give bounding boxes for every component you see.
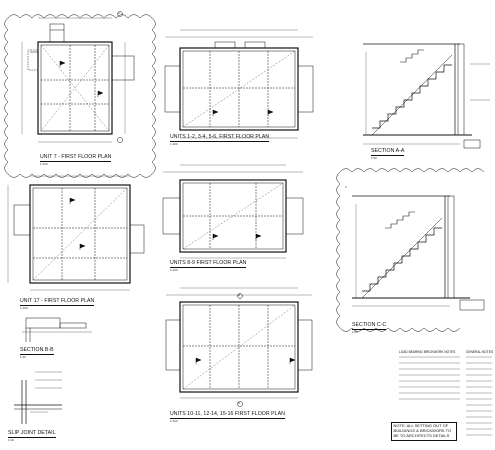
loadbearing-notes-heading: LOAD BEARING BRICKWORK NOTES <box>399 350 456 354</box>
scale-units8-9: 1:100 <box>170 268 178 272</box>
scale-sectionAA: 1:50 <box>371 156 377 160</box>
scale-units1-6: 1:100 <box>170 142 178 146</box>
marker-letter-A: A <box>118 12 120 15</box>
sectionAA-drawing <box>363 43 490 149</box>
scale-slip-joint: 1:20 <box>8 438 14 442</box>
title-unit7: UNIT 7 - FIRST FLOOR PLAN <box>40 154 112 162</box>
scale-sectionCC: 1:50 <box>352 330 358 334</box>
title-sectionCC: SECTION C-C <box>352 322 387 330</box>
section-marker-A <box>117 11 123 17</box>
section-marker-B <box>237 293 243 299</box>
title-slip-joint: SLIP JOINT DETAIL <box>8 430 56 438</box>
scale-unit17: 1:100 <box>20 306 28 310</box>
units10-16-plan <box>165 287 313 399</box>
revision-cloud-unit7 <box>4 14 156 178</box>
title-units1-6: UNITS 1-2, 3-4, 5-6, FIRST FLOOR PLAN <box>170 134 270 142</box>
units8-9-plan <box>162 164 304 259</box>
title-sectionBB: SECTION B-B <box>20 347 54 355</box>
scale-unit7: 1:100 <box>40 162 48 166</box>
marker-letter-C: C <box>345 186 347 189</box>
units1-6-plan <box>164 29 314 139</box>
sectionBB-drawing <box>22 317 92 342</box>
scale-units10-16: 1:100 <box>170 419 178 423</box>
marker-letter-B: B <box>238 294 240 297</box>
slip-joint-drawing <box>14 371 62 424</box>
marker-letter-B-lower: B <box>238 402 240 405</box>
sectionCC-drawing <box>352 195 485 311</box>
general-notes-heading: GENERAL NOTES <box>466 350 493 354</box>
setting-out-note: NOTE: ALL SETTING OUT OF BUILDINGS & BRI… <box>391 422 457 441</box>
revision-cloud-sectionCC <box>336 168 485 332</box>
unit17-plan <box>7 175 145 291</box>
title-sectionAA: SECTION A-A <box>371 148 405 156</box>
title-units10-16: UNITS 10-11, 12-14, 15-16 FIRST FLOOR PL… <box>170 411 285 419</box>
unit7-plan <box>21 17 135 143</box>
title-unit17: UNIT 17 - FIRST FLOOR PLAN <box>20 298 95 306</box>
notes-columns <box>399 356 492 436</box>
scale-sectionBB: 1:20 <box>20 355 26 359</box>
title-units8-9: UNITS 8-9 FIRST FLOOR PLAN <box>170 260 247 268</box>
